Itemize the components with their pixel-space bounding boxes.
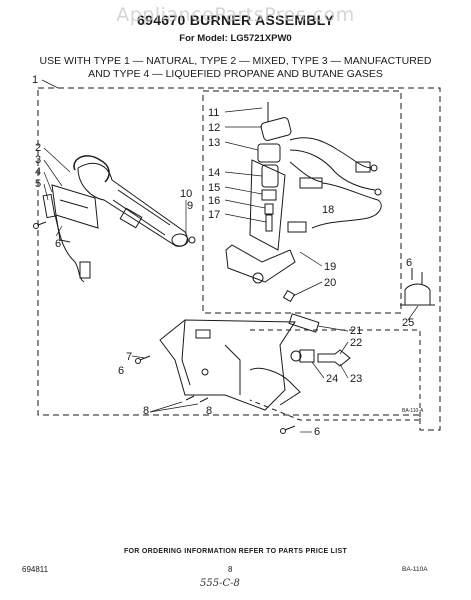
callout-25: 25: [402, 317, 414, 329]
gas-valve-assembly: [225, 102, 296, 303]
page-title: 694670 BURNER ASSEMBLY: [137, 12, 334, 28]
screws: [33, 221, 423, 434]
footer-part-number: 694811: [22, 565, 49, 574]
callout-13: 13: [208, 137, 220, 149]
callout-6c: 6: [314, 426, 320, 438]
flame-spreader: [73, 155, 110, 183]
callout-18: 18: [322, 204, 334, 216]
art-code: BA-110-A: [402, 408, 424, 414]
gas-type-line-1: USE WITH TYPE 1 — NATURAL, TYPE 2 — MIXE…: [39, 55, 432, 67]
coil-wire-harness: [287, 137, 382, 233]
callout-23: 23: [350, 373, 362, 385]
callout-24: 24: [326, 373, 338, 385]
valve-detail-box: [202, 90, 402, 314]
callout-4: 4: [35, 166, 41, 178]
callout-21: 21: [350, 325, 362, 337]
callout-8b: 8: [206, 405, 212, 417]
callout-7: 7: [126, 351, 132, 363]
callout-2: 2: [35, 142, 41, 154]
watermark: AppliancePartsPros.com: [116, 4, 355, 26]
callout-6b: 6: [118, 365, 124, 377]
valve-mounting-bracket: [159, 319, 301, 411]
callout-8a: 8: [143, 405, 149, 417]
callout-5: 5: [35, 178, 41, 190]
callout-3: 3: [35, 154, 41, 166]
burner-bracket: [51, 184, 99, 243]
callout-6d: 6: [406, 257, 412, 269]
callout-20: 20: [324, 277, 336, 289]
leader-lines: [41, 79, 419, 433]
ordering-note: FOR ORDERING INFORMATION REFER TO PARTS …: [123, 548, 348, 555]
gas-type-line-2: AND TYPE 4 — LIQUEFIED PROPANE AND BUTAN…: [88, 68, 383, 80]
handwritten-note: 555-C-8: [200, 578, 240, 589]
callout-9: 9: [187, 200, 193, 212]
callout-19: 19: [324, 261, 336, 273]
callout-14: 14: [208, 167, 220, 179]
callout-6a: 6: [55, 238, 61, 250]
pipe-clamp: [400, 283, 435, 306]
callout-1: 1: [32, 74, 38, 86]
igniter: [42, 193, 91, 283]
page-number: 8: [228, 565, 233, 574]
model-number: For Model: LG5721XPW0: [179, 33, 292, 44]
assembly-boundary: [37, 87, 441, 431]
orifice-parts: [288, 313, 351, 367]
orifice-detail-box: [249, 329, 421, 421]
callout-16: 16: [208, 195, 220, 207]
footer-code: BA-110A: [402, 566, 428, 573]
callout-17: 17: [208, 209, 220, 221]
callout-12: 12: [208, 122, 220, 134]
callout-22: 22: [350, 337, 362, 349]
gas-type-note: USE WITH TYPE 1 — NATURAL, TYPE 2 — MIXE…: [30, 55, 441, 81]
callout-10: 10: [180, 188, 192, 200]
callout-15: 15: [208, 182, 220, 194]
callout-11: 11: [208, 107, 219, 119]
burner-tube: [77, 162, 189, 247]
callout-numbers: 1 2 3 4 5 6 7 6 8 8 6 9 10 11 12 13 14 1…: [32, 74, 424, 438]
